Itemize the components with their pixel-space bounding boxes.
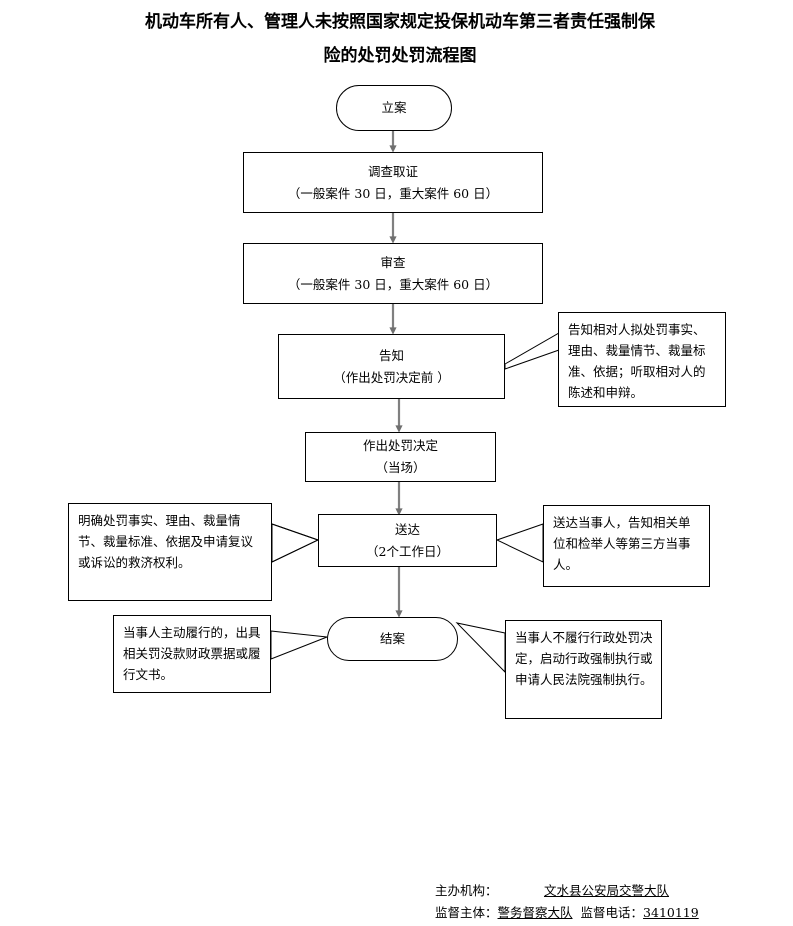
node-filing[interactable]: 立案 xyxy=(336,85,452,131)
callout-close-note-left[interactable]: 当事人主动履行的，出具相关罚没款财政票据或履行文书。 xyxy=(113,615,271,693)
node-investigation-detail: （一般案件 30 日，重大案件 60 日） xyxy=(287,185,499,201)
footer-supervisor-row: 监督主体：警务督察大队监督电话：3410119 xyxy=(435,902,712,924)
callout-serve-note-left[interactable]: 明确处罚事实、理由、裁量情节、裁量标准、依据及申请复议或诉讼的救济权利。 xyxy=(68,503,272,601)
footer-phone-label: 监督电话： xyxy=(580,905,644,920)
page-title: 机动车所有人、管理人未按照国家规定投保机动车第三者责任强制保 险的处罚处罚流程图 xyxy=(60,5,740,73)
node-review[interactable]: 审查 （一般案件 30 日，重大案件 60 日） xyxy=(243,243,543,304)
footer-phone-value: 3410119 xyxy=(643,905,699,920)
callout-notify-note[interactable]: 告知相对人拟处罚事实、理由、裁量情节、裁量标准、依据；听取相对人的陈述和申辩。 xyxy=(558,312,726,407)
node-review-title: 审查 xyxy=(380,254,406,270)
node-decision-title: 作出处罚决定 xyxy=(362,438,438,453)
node-notify-title: 告知 xyxy=(378,347,404,363)
node-decision[interactable]: 作出处罚决定 （当场） xyxy=(305,432,496,482)
footer-supervisor-label: 监督主体： xyxy=(435,905,498,920)
callout-close-note-right[interactable]: 当事人不履行行政处罚决定，启动行政强制执行或申请人民法院强制执行。 xyxy=(505,620,662,719)
node-serve-title: 送达 xyxy=(394,521,420,537)
node-review-detail: （一般案件 30 日，重大案件 60 日） xyxy=(287,276,499,292)
node-decision-detail: （当场） xyxy=(375,460,426,475)
node-notify[interactable]: 告知 （作出处罚决定前 ） xyxy=(278,334,505,399)
page-title-line-2: 险的处罚处罚流程图 xyxy=(323,46,477,66)
footer-org-value: 文水县公安局交警大队 xyxy=(543,883,669,898)
node-investigation[interactable]: 调查取证 （一般案件 30 日，重大案件 60 日） xyxy=(243,152,543,213)
node-close[interactable]: 结案 xyxy=(327,617,458,661)
page-title-line-1: 机动车所有人、管理人未按照国家规定投保机动车第三者责任强制保 xyxy=(145,12,655,32)
footer-org-row: 主办机构： 文水县公安局交警大队 xyxy=(435,880,712,902)
node-close-label: 结案 xyxy=(379,631,405,646)
footer-supervisor-value: 警务督察大队 xyxy=(497,905,573,920)
node-serve[interactable]: 送达 （2个工作日） xyxy=(318,514,497,567)
node-serve-detail: （2个工作日） xyxy=(366,543,449,559)
node-investigation-title: 调查取证 xyxy=(367,163,418,179)
callout-serve-note-right[interactable]: 送达当事人，告知相关单位和检举人等第三方当事人。 xyxy=(543,505,710,587)
footer-org-label: 主办机构： xyxy=(435,883,498,898)
footer-block: 主办机构： 文水县公安局交警大队 监督主体：警务督察大队监督电话：3410119 xyxy=(435,880,712,924)
node-filing-label: 立案 xyxy=(381,100,407,115)
node-notify-detail: （作出处罚决定前 ） xyxy=(333,369,450,385)
